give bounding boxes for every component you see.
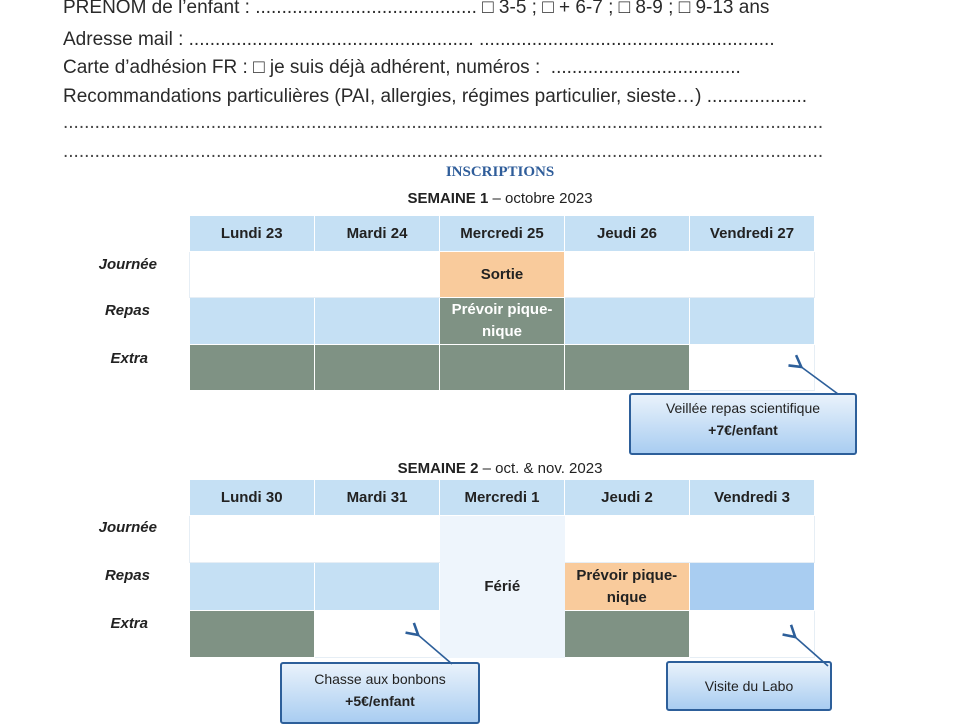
week2-journee-cell[interactable]	[314, 515, 440, 563]
week2-labo-callout: Visite du Labo	[666, 661, 832, 711]
week2-journee-cell[interactable]	[564, 515, 690, 563]
arrow-bonbons	[417, 634, 453, 665]
week2-row-journee: Journée	[98, 519, 157, 536]
week2-extra-cell	[189, 610, 315, 658]
week2-day-1: Lundi 30	[189, 480, 315, 516]
week1-veillee-callout: Veillée repas scientifique +7€/enfant	[629, 393, 857, 455]
blank-line-2[interactable]: ........................................…	[63, 141, 824, 162]
week1-extra-cell	[314, 344, 440, 391]
week1-journee-cell[interactable]	[189, 251, 315, 298]
blank-line-1[interactable]: ........................................…	[63, 112, 824, 133]
week2-row-repas: Repas	[104, 567, 150, 584]
week2-callout2-title: Visite du Labo	[704, 678, 794, 694]
week2-day-4: Jeudi 2	[564, 480, 690, 516]
week1-day-2: Mardi 24	[314, 216, 440, 252]
week1-extra-cell	[439, 344, 565, 391]
week2-repas-cell[interactable]	[189, 562, 315, 611]
week2-label-bold: SEMAINE 2	[397, 460, 479, 477]
week1-label-bold: SEMAINE 1	[407, 190, 489, 207]
week1-journee-cell[interactable]	[564, 251, 690, 298]
email-line[interactable]: Adresse mail : .........................…	[63, 29, 775, 50]
week1-repas-cell[interactable]	[564, 297, 690, 345]
week1-row-journee: Journée	[98, 256, 157, 273]
week2-label-rest: – oct. & nov. 2023	[478, 460, 603, 477]
week2-ferie-cell: Férié	[439, 515, 565, 658]
week2-extra-cell	[564, 610, 690, 658]
week1-label-rest: – octobre 2023	[488, 190, 593, 207]
week1-label: SEMAINE 1 – octobre 2023	[310, 190, 690, 207]
week2-table: Lundi 30 Mardi 31 Mercredi 1 Jeudi 2 Ven…	[189, 480, 815, 658]
week1-extra-cell	[189, 344, 315, 391]
membership-card-line[interactable]: Carte d’adhésion FR : □ je suis déjà adh…	[63, 57, 741, 78]
week1-journee-cell[interactable]	[314, 251, 440, 298]
week1-sortie-cell: Sortie	[439, 251, 565, 298]
week2-picnic-cell: Prévoir pique-nique	[564, 562, 690, 611]
week1-day-4: Jeudi 26	[564, 216, 690, 252]
week1-extra-cell	[564, 344, 690, 391]
week2-journee-cell[interactable]	[689, 515, 815, 563]
week2-row-extra: Extra	[110, 615, 148, 632]
week1-repas-cell[interactable]	[689, 297, 815, 345]
week1-day-3: Mercredi 25	[439, 216, 565, 252]
week1-row-repas: Repas	[104, 302, 150, 319]
week1-day-1: Lundi 23	[189, 216, 315, 252]
recommendations-line[interactable]: Recommandations particulières (PAI, alle…	[63, 86, 808, 107]
week2-callout1-title: Chasse aux bonbons	[314, 671, 446, 687]
week2-day-2: Mardi 31	[314, 480, 440, 516]
week1-day-5: Vendredi 27	[689, 216, 815, 252]
week1-table: Lundi 23 Mardi 24 Mercredi 25 Jeudi 26 V…	[189, 216, 815, 391]
week2-repas-cell[interactable]	[689, 562, 815, 611]
week1-picnic-cell: Prévoir pique-nique	[439, 297, 565, 345]
week2-day-3: Mercredi 1	[439, 480, 565, 516]
week1-callout-title: Veillée repas scientifique	[665, 400, 821, 416]
week1-repas-cell[interactable]	[189, 297, 315, 345]
week2-repas-cell[interactable]	[314, 562, 440, 611]
child-firstname-line[interactable]: PRÉNOM de l’enfant : ...................…	[63, 0, 770, 18]
arrow-labo	[794, 636, 829, 667]
week1-row-extra: Extra	[110, 350, 148, 367]
week2-callout1-price: +5€/enfant	[345, 693, 415, 709]
week2-journee-cell[interactable]	[189, 515, 315, 563]
week1-journee-cell[interactable]	[689, 251, 815, 298]
arrow-veillee	[800, 366, 839, 395]
week1-callout-price: +7€/enfant	[708, 422, 778, 438]
week2-day-5: Vendredi 3	[689, 480, 815, 516]
week2-label: SEMAINE 2 – oct. & nov. 2023	[300, 460, 700, 477]
inscriptions-title: INSCRIPTIONS	[445, 164, 555, 180]
week2-bonbons-callout: Chasse aux bonbons +5€/enfant	[280, 662, 480, 724]
week1-repas-cell[interactable]	[314, 297, 440, 345]
